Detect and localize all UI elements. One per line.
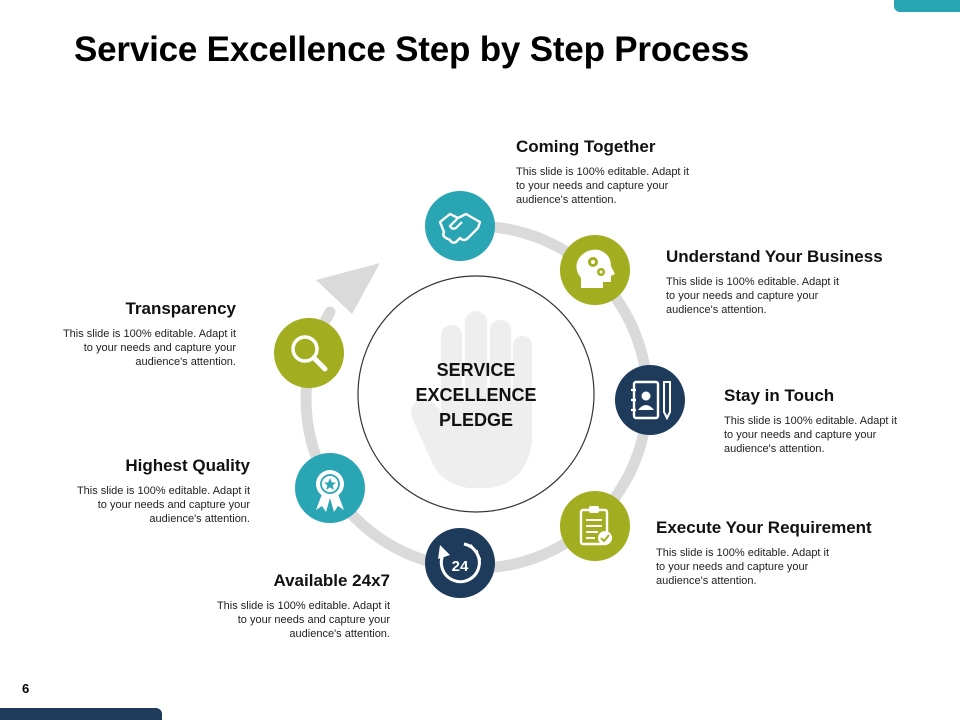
desc-line: to your needs and capture your [666, 290, 819, 302]
desc-line: audience's attention. [724, 443, 825, 455]
handshake-icon [438, 212, 482, 244]
step-title: Transparency [125, 299, 236, 318]
step-highest-quality: Highest Quality This slide is 100% edita… [50, 456, 250, 526]
contact-book-icon [631, 380, 671, 421]
head-gears-icon [576, 249, 615, 288]
desc-line: This slide is 100% editable. Adapt it [76, 485, 250, 497]
desc-line: audience's attention. [666, 304, 767, 316]
step-title: Highest Quality [125, 456, 250, 475]
slide-title: Service Excellence Step by Step Process [74, 30, 750, 69]
top-accent-bar [894, 0, 960, 12]
desc-line: audience's attention. [516, 194, 617, 206]
step-title: Available 24x7 [273, 571, 390, 590]
step-node-7 [274, 318, 344, 388]
desc-line: to your needs and capture your [656, 561, 809, 573]
step-stay-in-touch: Stay in Touch This slide is 100% editabl… [724, 386, 934, 456]
step-node-1 [425, 191, 495, 261]
step-title: Stay in Touch [724, 386, 835, 405]
clock-24-label: 24 [452, 558, 469, 575]
desc-line: This slide is 100% editable. Adapt it [516, 166, 690, 178]
step-node-circle [615, 365, 685, 435]
cycle-arrow-head [316, 263, 380, 314]
step-description: This slide is 100% editable. Adapt it to… [190, 599, 390, 641]
desc-line: This slide is 100% editable. Adapt it [666, 276, 840, 288]
bottom-accent-bar [0, 708, 162, 720]
step-node-circle [425, 528, 495, 598]
step-description: This slide is 100% editable. Adapt it to… [666, 275, 906, 317]
step-execute-your-requirement: Execute Your Requirement This slide is 1… [656, 518, 906, 588]
clipboard-check-icon [579, 506, 612, 546]
step-available-24x7: Available 24x7 This slide is 100% editab… [190, 571, 390, 641]
step-node-circle [425, 191, 495, 261]
step-title: Coming Together [516, 137, 656, 156]
stop-hand-icon [411, 311, 532, 488]
desc-line: to your needs and capture your [83, 342, 236, 354]
desc-line: to your needs and capture your [516, 180, 669, 192]
step-node-6 [295, 453, 365, 523]
step-transparency: Transparency This slide is 100% editable… [36, 299, 236, 369]
desc-line: audience's attention. [656, 575, 757, 587]
step-coming-together: Coming Together This slide is 100% edita… [516, 137, 726, 207]
step-node-5: 24 [425, 528, 495, 598]
step-title: Execute Your Requirement [656, 518, 872, 537]
magnifier-icon [291, 335, 328, 372]
clock-24-icon [438, 542, 481, 584]
step-description: This slide is 100% editable. Adapt it to… [724, 414, 934, 456]
desc-line: audience's attention. [135, 356, 236, 368]
center-line-1: SERVICE [436, 360, 516, 380]
desc-line: to your needs and capture your [237, 614, 390, 626]
step-title: Understand Your Business [666, 247, 883, 266]
step-description: This slide is 100% editable. Adapt it to… [656, 546, 906, 588]
center-pledge-text: SERVICE EXCELLENCE PLEDGE [396, 358, 556, 433]
desc-line: audience's attention. [149, 513, 250, 525]
step-understand-your-business: Understand Your Business This slide is 1… [666, 247, 906, 317]
step-node-3 [615, 365, 685, 435]
step-description: This slide is 100% editable. Adapt it to… [516, 165, 726, 207]
step-description: This slide is 100% editable. Adapt it to… [50, 484, 250, 526]
step-node-circle [274, 318, 344, 388]
desc-line: audience's attention. [289, 628, 390, 640]
desc-line: This slide is 100% editable. Adapt it [216, 600, 390, 612]
step-description: This slide is 100% editable. Adapt it to… [36, 327, 236, 369]
step-node-2 [560, 235, 630, 305]
desc-line: This slide is 100% editable. Adapt it [62, 328, 236, 340]
desc-line: to your needs and capture your [97, 499, 250, 511]
page-number: 6 [22, 681, 30, 696]
center-line-2: EXCELLENCE [415, 385, 537, 405]
step-node-4 [560, 491, 630, 561]
desc-line: This slide is 100% editable. Adapt it [656, 547, 830, 559]
desc-line: to your needs and capture your [724, 429, 877, 441]
award-ribbon-icon [316, 470, 344, 512]
center-line-3: PLEDGE [438, 410, 513, 430]
desc-line: This slide is 100% editable. Adapt it [724, 415, 898, 427]
